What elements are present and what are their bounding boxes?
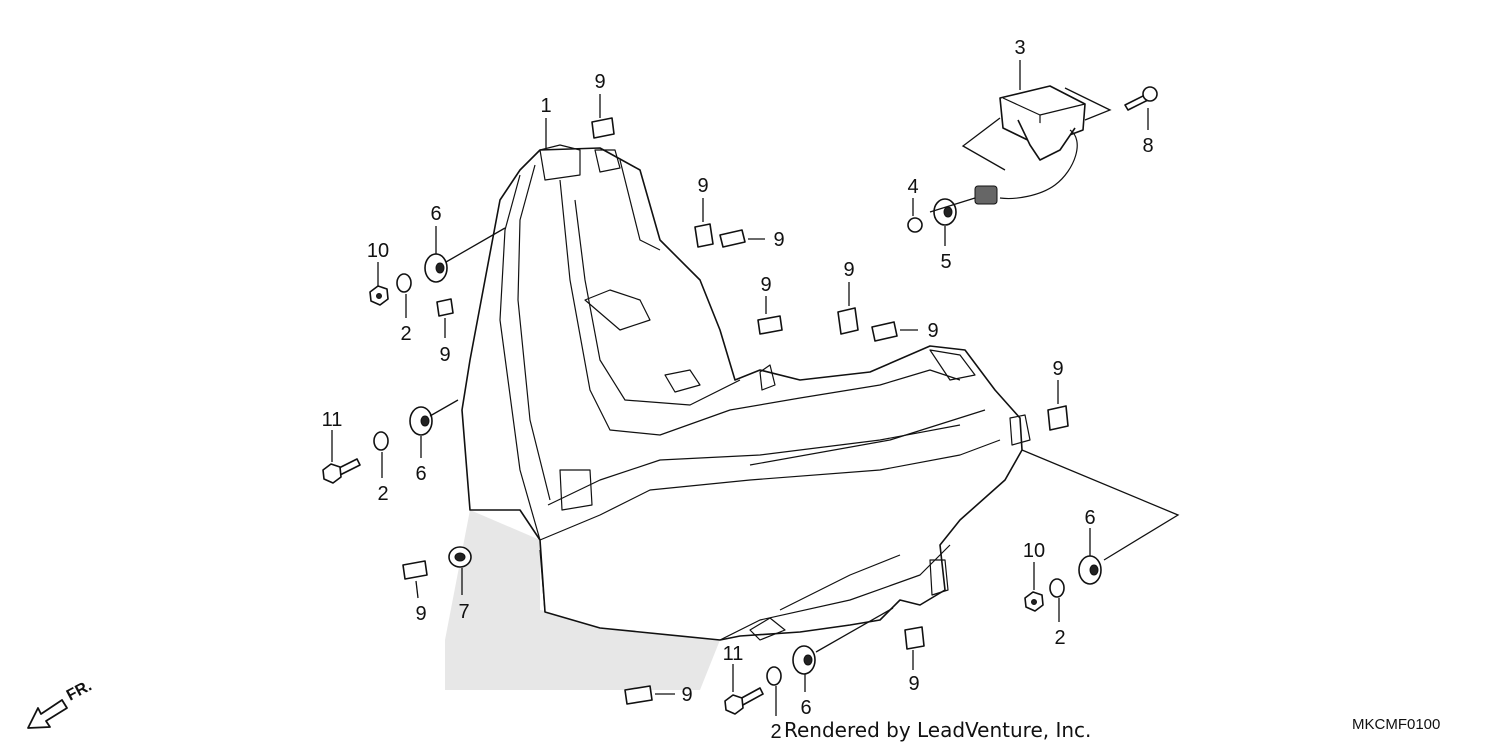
callout-8: 8	[1142, 135, 1153, 157]
diagram-code: MKCMF0100	[1352, 716, 1441, 733]
callout-2: 2	[377, 483, 388, 505]
washer-2-right[interactable]	[1049, 578, 1065, 598]
clip-nut-9-right[interactable]	[1047, 405, 1069, 431]
callout-9: 9	[773, 229, 784, 251]
clip-nut-9-center-a[interactable]	[694, 223, 714, 248]
front-label: FR.	[64, 677, 95, 704]
callout-4: 4	[907, 176, 918, 198]
washer-2-upper-left[interactable]	[396, 273, 412, 293]
callout-9: 9	[843, 259, 854, 281]
clip-nut-9-lower-left[interactable]	[402, 560, 428, 580]
bolt-8[interactable]	[1124, 86, 1158, 111]
clip-nut-9-top[interactable]	[591, 117, 615, 139]
callout-11: 11	[322, 409, 343, 431]
collar-4[interactable]	[907, 217, 923, 233]
bolt-11-bottom[interactable]	[724, 687, 764, 715]
washer-2-bottom[interactable]	[766, 666, 782, 686]
callout-9: 9	[760, 274, 771, 296]
callout-2: 2	[770, 721, 781, 743]
clip-nut-9-center-b[interactable]	[719, 229, 746, 248]
grommet-6-bottom[interactable]	[792, 645, 816, 675]
grommet-6-right[interactable]	[1078, 555, 1102, 585]
callout-9: 9	[681, 684, 692, 706]
callout-2: 2	[400, 323, 411, 345]
arrow-down-left-icon	[27, 699, 68, 729]
callout-5: 5	[940, 251, 951, 273]
watermark-pattern	[445, 510, 720, 690]
grommet-6-mid-left[interactable]	[409, 406, 433, 436]
callout-9: 9	[439, 344, 450, 366]
headlight-assembly[interactable]	[461, 144, 1031, 641]
headlight-control-module[interactable]	[974, 85, 1086, 205]
callout-9: 9	[697, 175, 708, 197]
callout-9: 9	[1052, 358, 1063, 380]
callout-6: 6	[800, 697, 811, 719]
nut-10-left[interactable]	[369, 285, 389, 306]
bolt-11-left[interactable]	[322, 458, 361, 484]
callout-9: 9	[594, 71, 605, 93]
clip-nut-9-center-e[interactable]	[871, 321, 898, 342]
grommet-6-upper-left[interactable]	[424, 253, 448, 283]
washer-2-mid-left[interactable]	[373, 431, 389, 451]
grommet-5[interactable]	[933, 198, 957, 226]
front-direction-indicator: FR.	[27, 677, 95, 729]
callout-6: 6	[415, 463, 426, 485]
clip-nut-9-center-d[interactable]	[837, 307, 859, 335]
clip-nut-9-lower-right[interactable]	[904, 626, 925, 650]
callout-10: 10	[367, 240, 389, 262]
callout-9: 9	[927, 320, 938, 342]
callout-7: 7	[458, 601, 469, 623]
clip-nut-9-center-c[interactable]	[757, 315, 783, 335]
callout-11: 11	[723, 643, 744, 665]
clip-nut-9-left[interactable]	[436, 298, 454, 317]
callout-6: 6	[1084, 507, 1095, 529]
callout-1: 1	[540, 95, 551, 117]
grommet-7[interactable]	[448, 546, 472, 568]
nut-10-right[interactable]	[1024, 591, 1044, 612]
callout-3: 3	[1014, 37, 1025, 59]
callout-6: 6	[430, 203, 441, 225]
callout-9: 9	[908, 673, 919, 695]
credit-text: Rendered by LeadVenture, Inc.	[784, 718, 1092, 742]
callout-2: 2	[1054, 627, 1065, 649]
leader-lines	[331, 60, 1180, 716]
clip-nut-9-bottom[interactable]	[624, 685, 653, 705]
callouts: 1 2 2 2 2 3 4 5 6 6 6 6 7 8 9 9 9 9 9 9 …	[322, 37, 1154, 743]
callout-9: 9	[415, 603, 426, 625]
callout-10: 10	[1023, 540, 1045, 562]
